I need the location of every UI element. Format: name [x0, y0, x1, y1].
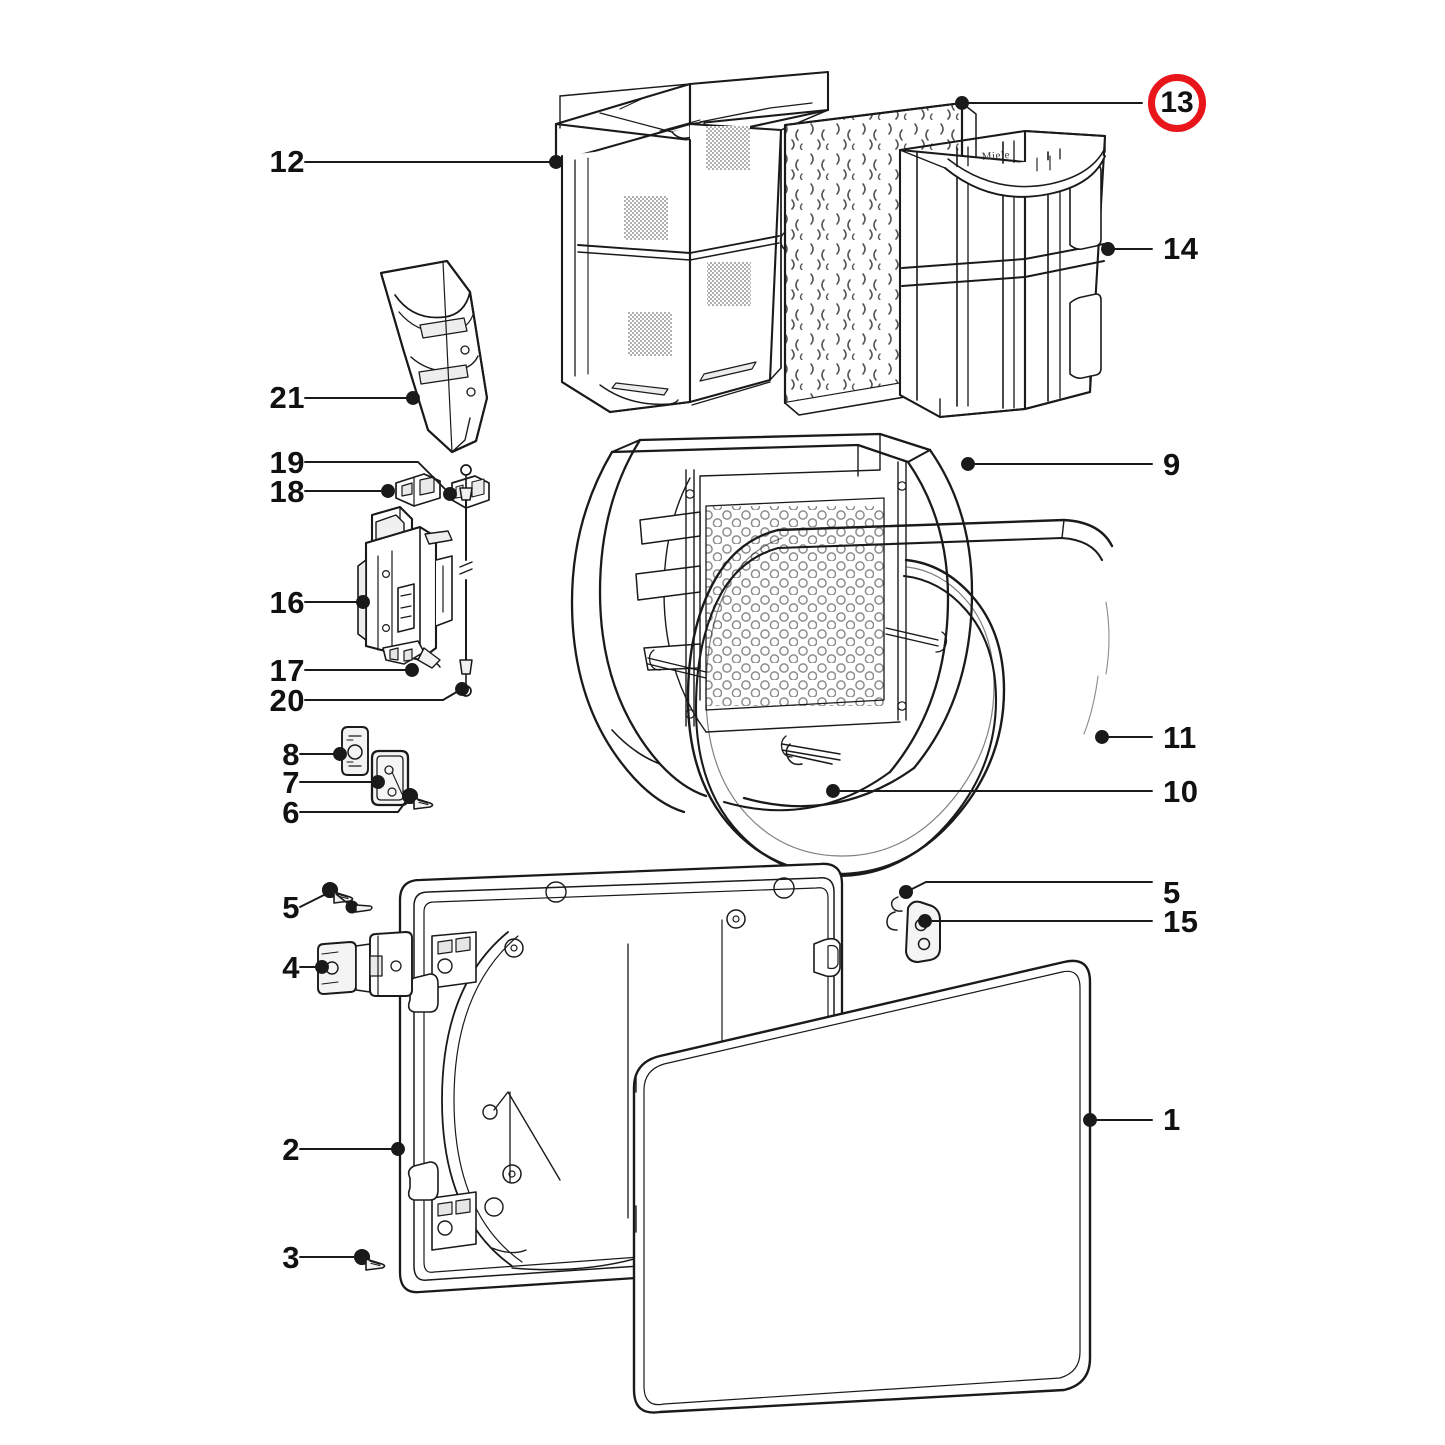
callout-13-highlighted[interactable]: 13: [1148, 74, 1206, 132]
callout-1[interactable]: 1: [1163, 1102, 1181, 1137]
callout-13-label: 13: [1160, 86, 1194, 119]
callout-7[interactable]: 7: [282, 765, 300, 800]
part-21-filter-handle: [379, 259, 489, 454]
leader-lines: [299, 96, 1153, 1258]
part-18-connector-left: [395, 473, 441, 507]
callout-16[interactable]: 16: [269, 585, 305, 620]
part-8-strike-plate: [341, 726, 369, 776]
part-4-door-hinge: [317, 931, 413, 997]
miele-brand-text: Miele: [981, 149, 1010, 163]
callout-15[interactable]: 15: [1163, 904, 1199, 939]
callout-12[interactable]: 12: [269, 144, 305, 179]
callout-2[interactable]: 2: [282, 1132, 300, 1167]
part-20-lock-rod: [459, 464, 473, 697]
callout-5-right[interactable]: 5: [1163, 875, 1181, 910]
callout-14[interactable]: 14: [1163, 231, 1199, 266]
callout-5-left[interactable]: 5: [282, 890, 300, 925]
callout-6[interactable]: 6: [282, 795, 300, 830]
part-12-lint-filter-housing: [554, 70, 830, 414]
part-16-door-lock-module: [357, 505, 453, 669]
callout-4[interactable]: 4: [282, 950, 300, 985]
part-9-drum-front-ring: [570, 432, 974, 814]
callout-19[interactable]: 19: [269, 445, 305, 480]
part-1-door-panel: [632, 959, 1092, 1414]
callout-17[interactable]: 17: [269, 653, 305, 688]
callout-11[interactable]: 11: [1163, 720, 1197, 755]
callout-10[interactable]: 10: [1163, 774, 1199, 809]
callout-20[interactable]: 20: [269, 683, 305, 718]
part-15-hinge-bracket: [886, 900, 941, 963]
part-14-filter-cassette: [898, 129, 1107, 419]
part-10-seal-retainer: [785, 743, 833, 766]
callout-9[interactable]: 9: [1163, 447, 1181, 482]
callout-3[interactable]: 3: [282, 1240, 300, 1275]
callout-18[interactable]: 18: [269, 474, 305, 509]
callout-21[interactable]: 21: [269, 380, 305, 415]
callout-8[interactable]: 8: [282, 737, 300, 772]
part-5-screw-left: [321, 881, 373, 914]
part-3-latch-clip: [353, 1248, 386, 1272]
